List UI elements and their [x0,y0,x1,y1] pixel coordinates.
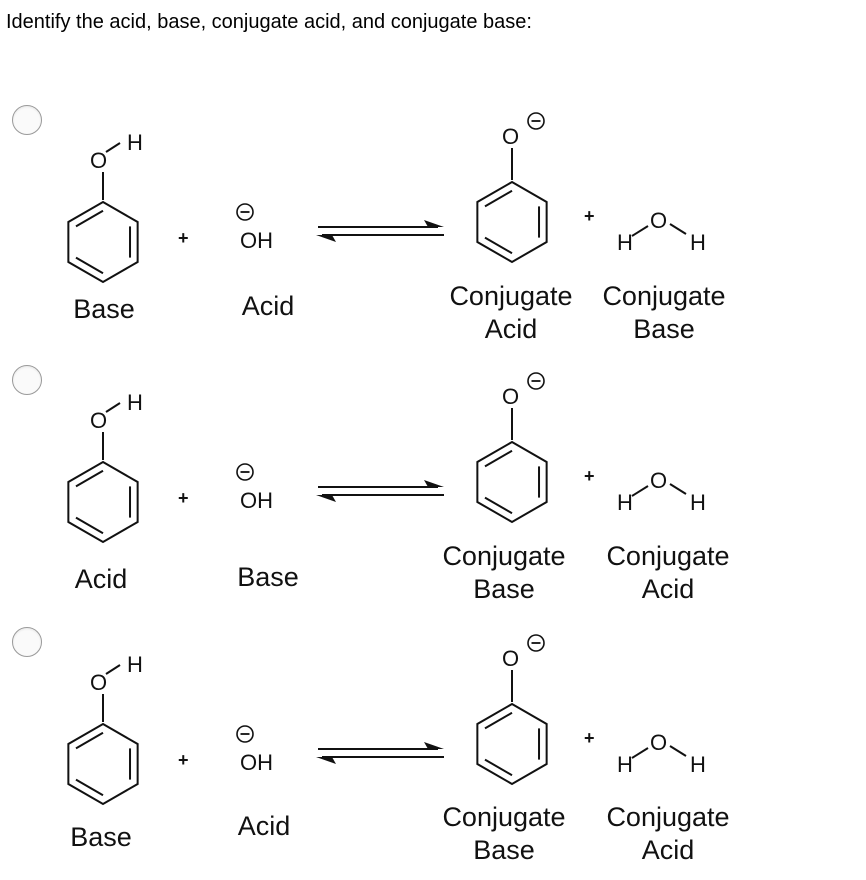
plus-sign: + [584,466,595,486]
reactant2-label: Acid [242,291,295,321]
product1-label-line2: Base [473,574,535,604]
double-bond [75,731,104,750]
double-bond [484,189,513,208]
question-text: Identify the acid, base, conjugate acid,… [6,11,532,33]
plus-sign: + [584,728,595,748]
product2-label-line2: Acid [642,835,695,865]
radio-button[interactable] [12,105,42,135]
product1-label-line1: Conjugate [442,802,565,832]
double-bond [75,209,104,228]
reactant1-label: Base [73,294,135,324]
double-bond [484,711,513,730]
product2-label-line1: Conjugate [606,541,729,571]
atom-label: H [690,752,706,777]
arrow-head [424,220,444,227]
product1-label-line1: Conjugate [449,281,572,311]
arrow-head [424,480,444,487]
atom-label: O [90,148,107,173]
atom-label: O [502,646,519,671]
atom-label: H [690,490,706,515]
bond [105,664,121,675]
double-bond [75,516,104,535]
arrow-head [424,742,444,749]
bond [105,142,121,153]
atom-label: OH [240,228,273,253]
product1-label-line1: Conjugate [442,541,565,571]
atom-label: H [617,230,633,255]
radio-button[interactable] [12,627,42,657]
reactant1-label: Acid [75,564,128,594]
atom-label: H [617,752,633,777]
reactant2-label: Acid [238,811,291,841]
atom-label: O [650,468,667,493]
negative-charge-icon [236,203,254,221]
atom-label: H [690,230,706,255]
bond [631,747,649,759]
negative-charge-icon [236,725,254,743]
bond [669,483,687,495]
atom-label: O [650,208,667,233]
atom-label: H [617,490,633,515]
reactant1-label: Base [70,822,132,852]
reactant2-label: Base [237,562,299,592]
arrow-head [316,495,336,502]
bond [631,485,649,497]
benzene-ring [476,180,548,264]
product2-label-line2: Acid [642,574,695,604]
bond [105,402,121,413]
atom-label: H [127,130,143,155]
benzene-ring [476,440,548,524]
bond [669,223,687,235]
negative-charge-icon [236,463,254,481]
double-bond [484,236,513,255]
bond [669,745,687,757]
atom-label: O [90,408,107,433]
plus-sign: + [178,488,189,508]
atom-label: OH [240,750,273,775]
negative-charge-icon [527,112,545,130]
arrow-head [316,235,336,242]
double-bond [75,469,104,488]
arrow-head [316,757,336,764]
double-bond [75,778,104,797]
benzene-ring [67,460,139,544]
radio-button[interactable] [12,365,42,395]
atom-label: H [127,652,143,677]
double-bond [484,758,513,777]
product2-label-line1: Conjugate [602,281,725,311]
product2-label-line2: Base [633,314,695,344]
atom-label: O [90,670,107,695]
atom-label: O [650,730,667,755]
double-bond [484,496,513,515]
atom-label: OH [240,488,273,513]
product1-label-line2: Base [473,835,535,865]
atom-label: O [502,124,519,149]
negative-charge-icon [527,372,545,390]
atom-label: O [502,384,519,409]
negative-charge-icon [527,634,545,652]
product2-label-line1: Conjugate [606,802,729,832]
product1-label-line2: Acid [485,314,538,344]
benzene-ring [67,722,139,806]
double-bond [484,449,513,468]
benzene-ring [67,200,139,284]
plus-sign: + [584,206,595,226]
plus-sign: + [178,750,189,770]
double-bond [75,256,104,275]
benzene-ring [476,702,548,786]
atom-label: H [127,390,143,415]
plus-sign: + [178,228,189,248]
bond [631,225,649,237]
